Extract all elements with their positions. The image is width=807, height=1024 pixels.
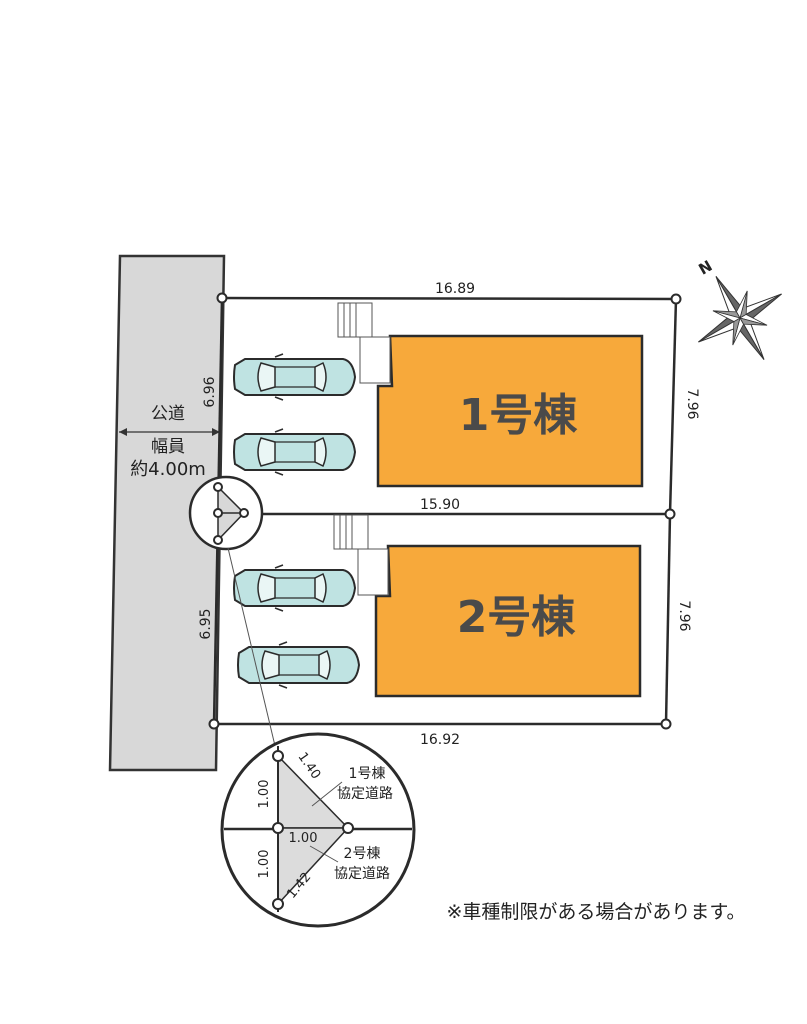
detail-enlargement [220,732,416,928]
road-label-line2: 幅員 [151,437,185,457]
porch-1 [359,336,391,384]
junction-marker [188,475,264,551]
leader-line [227,547,277,751]
building-2 [374,544,642,698]
lot1-right-length: 7.96 [684,388,700,419]
stairs-2 [333,514,369,550]
stairs-1 [337,302,373,338]
detail-label2-line1: 2号棟 [344,846,381,862]
lot2-right-length: 7.96 [676,600,692,631]
road-width-dimension [119,428,220,436]
car-icon [233,353,356,401]
detail-lower-side: 1.00 [257,850,272,879]
lot1-left-length: 6.96 [202,376,218,407]
detail-middle: 1.00 [289,831,318,846]
lot2-bottom-length: 16.92 [420,732,460,748]
road-label-line3: 約4.00m [130,459,206,480]
footnote: ※車種制限がある場合があります。 [446,901,745,923]
building-2-label: 2号棟 [457,592,577,643]
detail-label1-line2: 協定道路 [337,786,393,802]
detail-label1-line1: 1号棟 [349,766,386,782]
building-1 [376,334,644,488]
public-road [108,254,226,772]
building-1-label: 1号棟 [459,390,579,441]
porch-2 [357,548,389,596]
detail-label2-line2: 協定道路 [334,866,390,882]
road-label-line1: 公道 [151,404,185,424]
boundary-markers [208,292,682,730]
car-icon [233,564,356,612]
car-icon [233,428,356,476]
compass-north-label: N [696,257,716,279]
detail-upper-side: 1.00 [257,780,272,809]
lot2-left-length: 6.95 [198,608,214,639]
lot1-top-length: 16.89 [435,281,475,297]
compass-rose-icon [698,276,782,360]
lot2-top-length: 15.90 [420,497,460,513]
